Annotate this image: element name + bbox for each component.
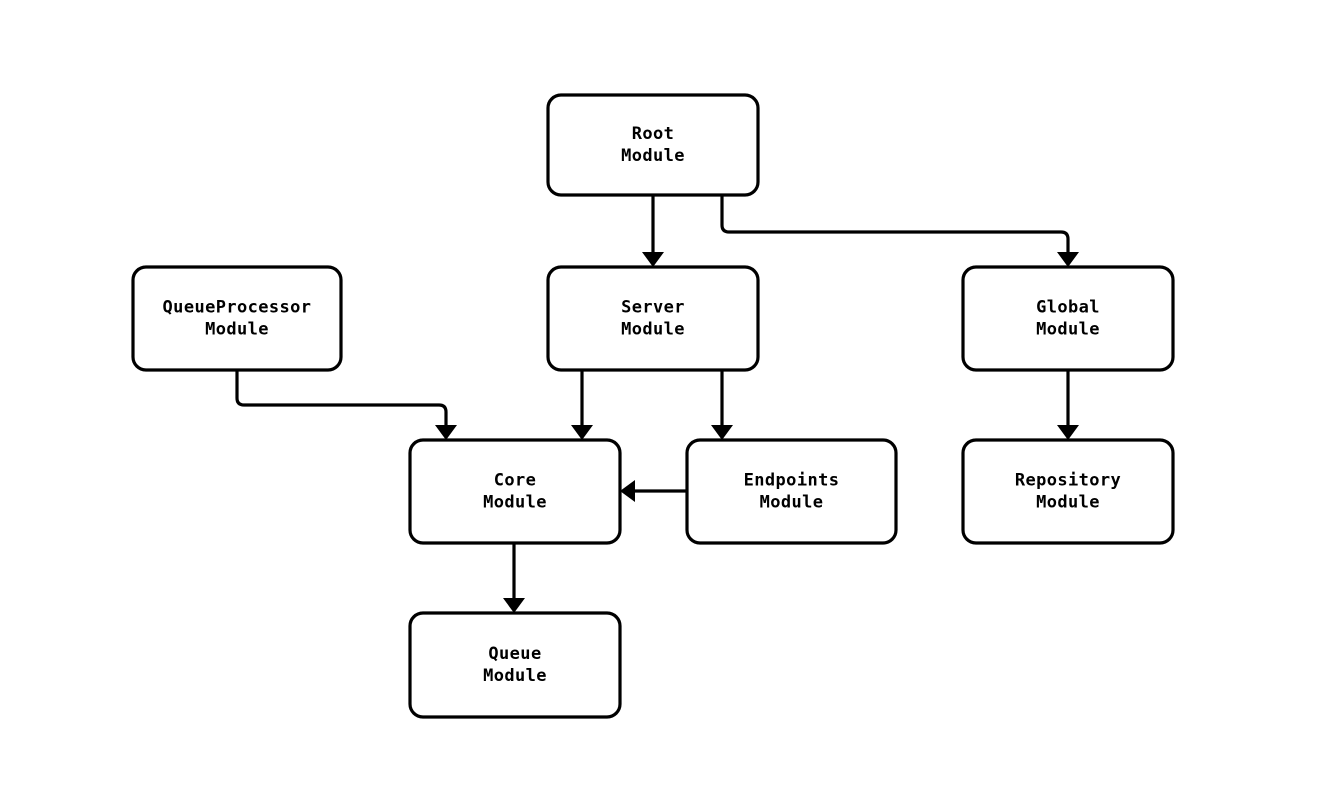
node-label-line2: Module: [483, 493, 547, 513]
arrowhead-icon: [642, 252, 664, 267]
node-label-line1: Repository: [1015, 471, 1121, 491]
node-label-line1: Server: [621, 298, 685, 318]
node-label-line2: Module: [1036, 320, 1100, 340]
arrowhead-icon: [711, 425, 733, 440]
arrowhead-icon: [1057, 252, 1079, 267]
edge-core-to-queue: [503, 543, 525, 613]
node-label-line1: Global: [1036, 298, 1100, 318]
arrowhead-icon: [620, 480, 635, 502]
node-label-line1: Root: [632, 124, 675, 144]
node-label-line1: Endpoints: [744, 471, 840, 491]
edge-line: [720, 195, 1070, 254]
node-box[interactable]: [961, 265, 1175, 372]
node-label-line2: Module: [760, 493, 824, 513]
node-box[interactable]: [131, 265, 343, 372]
node-label-line2: Module: [621, 320, 685, 340]
arrowhead-icon: [435, 425, 457, 440]
edge-root-to-global: [720, 195, 1079, 267]
node-label-line2: Module: [205, 320, 269, 340]
node-box[interactable]: [546, 265, 760, 372]
arrowhead-icon: [1057, 425, 1079, 440]
node-label-line1: Core: [494, 471, 537, 491]
arrowhead-icon: [571, 425, 593, 440]
edge-server-to-endpoints: [711, 370, 733, 440]
node-label-line1: Queue: [488, 644, 541, 664]
node-box[interactable]: [685, 438, 898, 545]
node-label-line2: Module: [1036, 493, 1100, 513]
edge-line: [235, 370, 448, 427]
edge-queueprocessor-to-core: [235, 370, 457, 440]
edge-root-to-server: [642, 195, 664, 267]
edge-layer: [235, 195, 1079, 613]
edge-endpoints-to-core: [620, 480, 687, 502]
node-box[interactable]: [546, 93, 760, 197]
node-box[interactable]: [961, 438, 1175, 545]
edge-global-to-repository: [1057, 370, 1079, 440]
node-box[interactable]: [408, 438, 622, 545]
node-label-line1: QueueProcessor: [163, 298, 312, 318]
edge-server-to-core: [571, 370, 593, 440]
arrowhead-icon: [503, 598, 525, 613]
node-label-line2: Module: [621, 146, 685, 166]
node-layer: RootModuleQueueProcessorModuleServerModu…: [131, 93, 1175, 719]
node-label-line2: Module: [483, 666, 547, 686]
node-box[interactable]: [408, 611, 622, 719]
